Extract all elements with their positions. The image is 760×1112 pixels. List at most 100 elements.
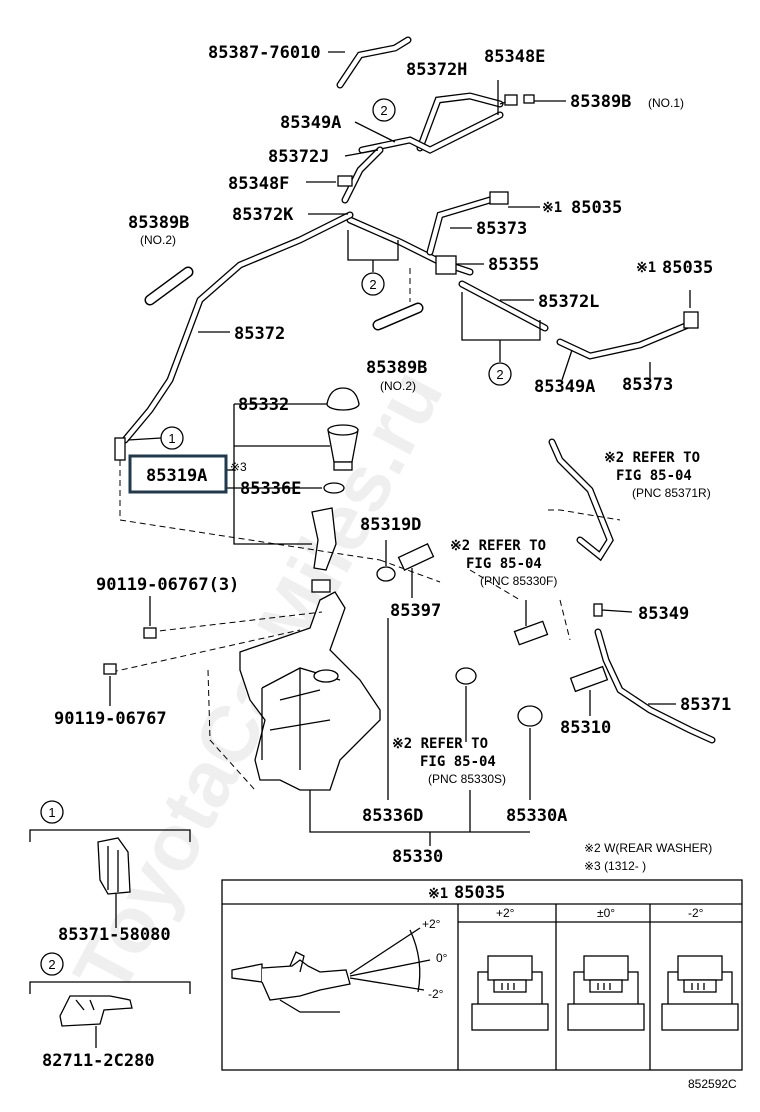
nozzle-view-0 [567, 955, 645, 1031]
nozzle-adjustment-table: ※1 85035 +2° ±0° -2° +2° 0° -2° [221, 879, 743, 1071]
label-85389b-mid: 85389B [366, 358, 427, 378]
table-col-0: ±0° [597, 906, 615, 920]
bolt-90119-06767 [103, 663, 117, 675]
inlet-tube [311, 507, 337, 571]
callout-2-b: 2 [361, 272, 385, 296]
label-85373-right: 85373 [622, 375, 673, 395]
ref-85330s-2: FIG 85-04 [420, 754, 496, 770]
label-85371-58080: 85371-58080 [58, 925, 171, 945]
ref-85330f-1: ※2 REFER TO [450, 538, 546, 554]
table-col-minus2: -2° [688, 906, 704, 920]
label-85355: 85355 [488, 255, 539, 275]
label-90119-06767-3: 90119-06767(3) [96, 575, 239, 595]
ref-85330s-3: (PNC 85330S) [428, 772, 506, 786]
bolt-90119-06767-3 [143, 627, 157, 639]
clip-85371-58080 [97, 837, 131, 895]
hose-85372-long [121, 211, 354, 444]
label-85319a: 85319A [146, 466, 207, 486]
grommet-85330a [517, 705, 543, 727]
table-title: 85035 [454, 883, 505, 903]
svg-text:2: 2 [48, 957, 55, 972]
hose-85371r [548, 438, 614, 562]
clip-82711-2c280 [59, 995, 133, 1027]
label-85035-a: 85035 [571, 198, 622, 218]
ref-85330f-3: (PNC 85330F) [480, 574, 557, 588]
plug-85389b-no2-left [144, 266, 194, 306]
nozzle-view-plus2 [471, 955, 549, 1031]
label-85310: 85310 [560, 718, 611, 738]
label-85397: 85397 [390, 601, 441, 621]
label-85348f: 85348F [228, 174, 289, 194]
hose-85371 [594, 628, 716, 744]
filler-neck [327, 424, 359, 471]
grommet-85336d [311, 579, 331, 593]
callout-2-c: 2 [488, 362, 512, 386]
label-85372: 85372 [234, 324, 285, 344]
svg-text:1: 1 [48, 805, 55, 820]
label-85332: 85332 [238, 395, 289, 415]
label-no2-left: (NO.2) [140, 233, 176, 247]
hose-85372h [416, 92, 504, 152]
label-note1-a: ※1 [542, 200, 562, 216]
detail-1: 1 85371-58080 [29, 800, 191, 945]
label-85372j: 85372J [268, 147, 329, 167]
joint-85348e [504, 94, 518, 106]
ref-85330s-1: ※2 REFER TO [392, 736, 488, 752]
label-85389b-left: 85389B [128, 213, 189, 233]
label-85389b-no1: 85389B [570, 92, 631, 112]
hose-main-upper [358, 111, 504, 154]
callout-2-a: 2 [372, 98, 396, 122]
label-85387-76010: 85387-76010 [208, 43, 321, 63]
label-note1-b: ※1 [636, 260, 656, 276]
label-85349a-right: 85349A [534, 377, 595, 397]
figure-code: 852592C [688, 1077, 737, 1091]
ref-85371r-2: FIG 85-04 [616, 468, 692, 484]
pump-85310 [569, 665, 609, 693]
joint-85348f [337, 175, 353, 187]
nozzle-85035-b [683, 311, 699, 329]
label-85348e: 85348E [484, 47, 545, 67]
ref-85330f-2: FIG 85-04 [466, 556, 542, 572]
label-no2-mid: (NO.2) [380, 379, 416, 393]
joint-85349 [593, 603, 603, 617]
label-85336e: 85336E [240, 479, 301, 499]
hose-85387 [336, 36, 412, 89]
angle-0: 0° [436, 951, 448, 965]
cap-85332 [326, 387, 360, 411]
svg-text:2: 2 [380, 103, 387, 118]
angle-minus2: -2° [428, 987, 444, 1001]
ref-85371r-3: (PNC 85371R) [632, 486, 711, 500]
nozzle-85035-a [489, 191, 509, 205]
washer-tank [239, 591, 381, 791]
angle-plus2: +2° [422, 917, 441, 931]
grommet-left [455, 667, 477, 685]
label-85372k: 85372K [232, 205, 294, 225]
nozzle-view-minus2 [661, 955, 739, 1031]
label-85349a-top: 85349A [280, 113, 341, 133]
pump-85397 [397, 543, 435, 571]
plug-85389b-no1 [523, 94, 535, 104]
label-85330: 85330 [392, 847, 443, 867]
table-col-plus2: +2° [496, 906, 515, 920]
highlight-85319a [128, 454, 228, 494]
svg-text:2: 2 [496, 367, 503, 382]
nozzle-illustration [231, 951, 351, 1013]
label-90119-06767: 90119-06767 [54, 709, 167, 729]
hose-end [114, 437, 126, 461]
callout-1: 1 [160, 426, 184, 450]
hose-85373-lower [556, 321, 692, 360]
hose-85372l [458, 280, 549, 332]
valve-85355 [435, 255, 457, 275]
hose-85372j [341, 146, 384, 204]
hose-85373-upper [426, 196, 494, 256]
label-85330a: 85330A [506, 806, 567, 826]
label-85371: 85371 [680, 695, 731, 715]
pump-85330f [513, 620, 549, 646]
label-82711-2c280: 82711-2C280 [42, 1051, 155, 1071]
label-85373-top: 85373 [476, 219, 527, 239]
grommet-85319d [376, 566, 396, 582]
detail-2: 2 82711-2C280 [29, 952, 191, 1071]
plug-85389b-no2-mid [372, 302, 424, 331]
